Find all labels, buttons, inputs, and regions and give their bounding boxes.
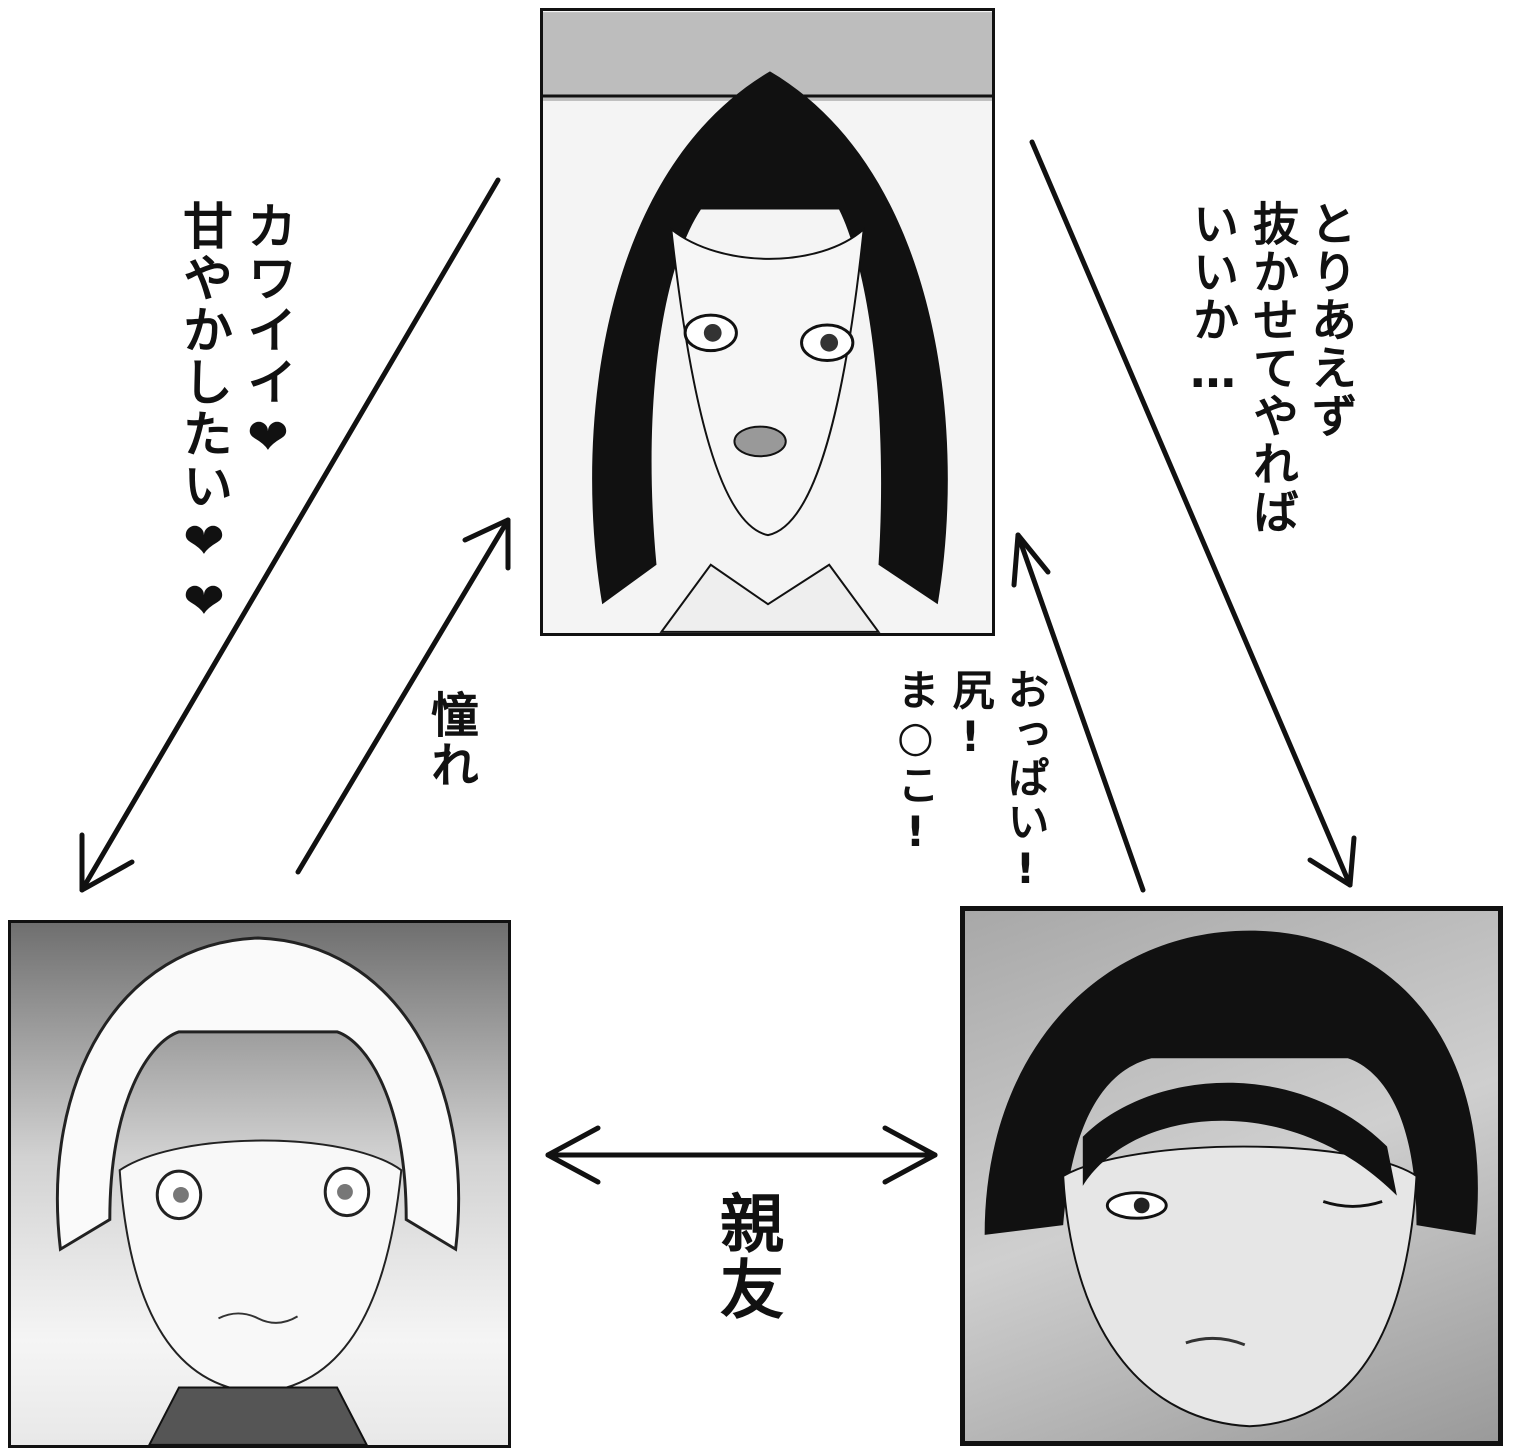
arrow-shinyu-head-right bbox=[882, 1125, 938, 1185]
label-amayakashitai: 甘やかしたい❤❤ bbox=[175, 200, 233, 632]
label-kawaii: カワイイ❤ bbox=[239, 200, 297, 468]
white-haired-boy-portrait bbox=[55, 936, 461, 1445]
arrow-top-to-right-head bbox=[1307, 835, 1357, 888]
label-shiri: 尻! bbox=[946, 668, 995, 763]
label-akogare: 憧れ bbox=[422, 690, 478, 790]
label-shinyu: 親友 bbox=[709, 1190, 783, 1322]
arrow-right-to-top-head bbox=[1011, 532, 1051, 588]
black-haired-girl-portrait bbox=[543, 12, 992, 633]
label-toriaezu: とりあえず bbox=[1304, 200, 1358, 440]
label-iika: いいか… bbox=[1186, 200, 1240, 400]
right-character-panel bbox=[960, 906, 1503, 1446]
label-oppai: おっぱい! bbox=[1001, 668, 1050, 895]
left-character-panel bbox=[8, 920, 511, 1448]
label-manko: ま○こ! bbox=[891, 668, 940, 858]
arrow-top-to-left-head bbox=[79, 832, 135, 893]
label-nukasete: 抜かせてやれば bbox=[1246, 200, 1300, 536]
arrow-shinyu-head-left bbox=[545, 1125, 601, 1185]
top-character-panel bbox=[540, 8, 995, 636]
black-haired-boy-portrait bbox=[984, 930, 1478, 1428]
arrow-left-to-top-head bbox=[462, 517, 511, 571]
